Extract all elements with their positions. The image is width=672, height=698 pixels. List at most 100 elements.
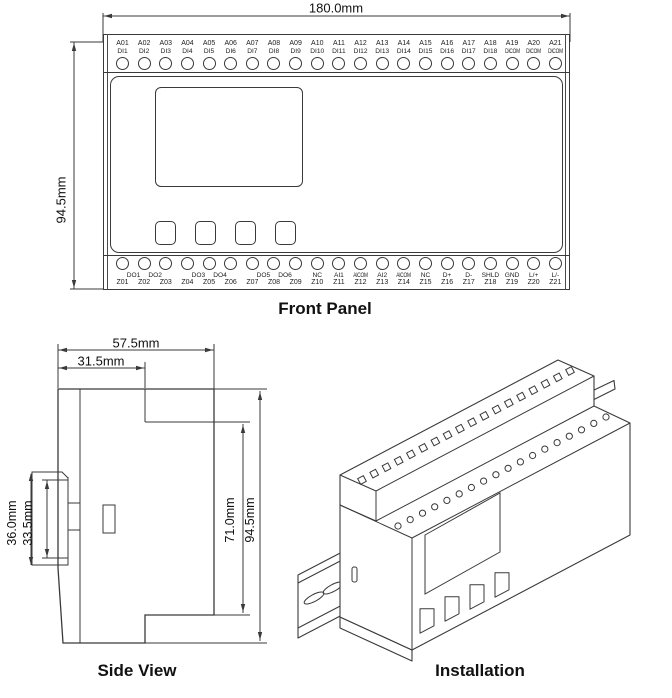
terminal-screw: [180, 57, 194, 70]
terminal-function-label: AICOM: [396, 272, 412, 279]
terminal-function-label: L/-: [551, 272, 560, 279]
terminal-number-label: Z19: [506, 279, 519, 286]
terminal-function-label: DO2: [148, 272, 162, 279]
terminal-screw: [202, 57, 216, 70]
clip-inner-dim-label: 33.5mm: [21, 500, 35, 546]
terminal-channel-label: DI9: [290, 48, 301, 55]
terminal-signal-label: A13: [375, 40, 389, 47]
terminal-screw: [267, 257, 281, 270]
front-panel-inner-wall: [107, 34, 566, 290]
module-buttons: [419, 572, 510, 634]
front-panel-outline: [103, 34, 570, 290]
terminal-function-label: AICOM: [353, 272, 368, 279]
terminal-signal-label: A06: [224, 40, 237, 47]
terminal-screw: [202, 257, 216, 270]
terminal-number-label: Z13: [376, 279, 389, 286]
terminal-channel-label: DI6: [225, 48, 236, 55]
terminal-screw: [462, 257, 476, 270]
terminal-number-label: Z18: [484, 279, 497, 286]
terminal-screw: [548, 257, 562, 270]
terminal-function-label: D-: [465, 272, 473, 279]
module-display: [424, 492, 501, 595]
top-strip-separator: [103, 72, 570, 73]
terminal-screw: [527, 57, 541, 70]
bottom-terminal-Z17: D-Z17: [458, 257, 479, 287]
terminal-screw: [289, 257, 303, 270]
terminal-signal-label: A18: [484, 40, 497, 47]
terminal-signal-label: A08: [267, 40, 281, 47]
terminal-screw: [267, 57, 281, 70]
terminal-number-label: Z01: [116, 279, 129, 286]
terminal-screw: [375, 57, 389, 70]
terminal-channel-label: DICOM: [547, 48, 563, 55]
terminal-screw: [332, 257, 346, 270]
side-view-drawing: [28, 344, 267, 644]
side-front-depth-label: 31.5mm: [77, 353, 125, 369]
terminal-signal-label: A09: [289, 40, 302, 47]
terminal-number-label: Z20: [527, 279, 540, 286]
side-total-depth-dimension: [57, 344, 215, 389]
terminal-screw: [116, 257, 129, 270]
terminal-number-label: Z02: [138, 279, 151, 286]
terminal-channel-label: DICOM: [526, 48, 542, 55]
module-body: [339, 359, 631, 651]
terminal-screw: [354, 257, 368, 270]
terminal-screw: [137, 257, 151, 270]
terminal-number-label: Z15: [419, 279, 432, 286]
terminal-screw: [310, 257, 324, 270]
terminal-number-label: Z11: [333, 279, 345, 286]
body-height-dimension: [214, 421, 250, 616]
terminal-signal-label: A02: [137, 40, 151, 47]
terminal-screw: [548, 57, 562, 70]
panel-button-4: [275, 221, 296, 245]
front-height-dim-label: 94.5mm: [53, 176, 69, 224]
bottom-terminal-Z16: D+Z16: [437, 257, 458, 287]
terminal-function-label: L/+: [528, 272, 539, 279]
terminal-screw: [289, 57, 303, 70]
terminal-screw: [245, 257, 259, 270]
terminal-number-label: Z21: [549, 279, 562, 286]
terminal-channel-label: DI2: [139, 48, 150, 55]
terminal-signal-label: A04: [181, 40, 194, 47]
terminal-screw: [397, 57, 411, 70]
terminal-number-label: Z04: [181, 279, 194, 286]
terminal-deck-screws: [394, 413, 610, 530]
terminal-function-label: DO5: [256, 272, 271, 279]
terminal-screw: [418, 257, 432, 270]
terminal-signal-label: A05: [202, 40, 216, 47]
terminal-screw: [310, 57, 324, 70]
front-panel-face: [110, 76, 563, 253]
terminal-signal-label: A07: [246, 40, 259, 47]
terminal-channel-label: DI12: [353, 48, 368, 55]
body-height-dim-label: 71.0mm: [223, 497, 237, 543]
terminal-screw: [245, 57, 259, 70]
front-width-dim-label: 180.0mm: [308, 0, 364, 16]
din-rail-tab: [591, 379, 616, 401]
terminal-screw: [332, 57, 346, 70]
terminal-function-label: AI1: [333, 272, 344, 279]
bottom-terminal-Z03: Z03: [155, 257, 176, 287]
clip-inner-dimension: [42, 479, 68, 559]
terminal-channel-label: DI3: [160, 48, 171, 55]
terminal-screw: [159, 57, 173, 70]
